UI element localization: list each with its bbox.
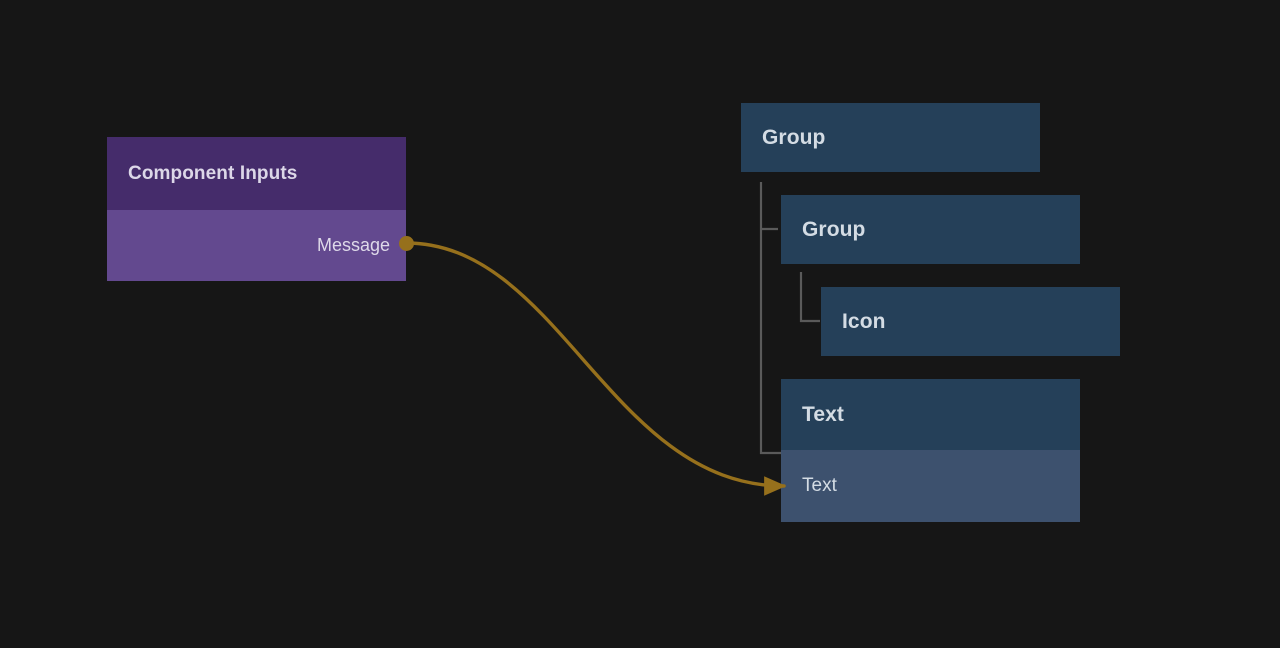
node-row-message[interactable]: Message [107, 210, 406, 281]
node-component-inputs-title: Component Inputs [107, 137, 406, 210]
node-text[interactable]: Text Text [781, 379, 1080, 522]
edge-message-to-text[interactable] [404, 241, 787, 496]
node-group-child[interactable]: Group [781, 195, 1080, 264]
node-row-text-label: Text [802, 475, 837, 496]
output-port-message[interactable] [399, 236, 414, 251]
node-group-root[interactable]: Group [741, 103, 1040, 172]
node-row-message-label: Message [316, 235, 390, 255]
connector-trunk [759, 182, 781, 455]
node-icon[interactable]: Icon [821, 287, 1120, 356]
node-text-title: Text [781, 379, 1080, 450]
node-group-child-title: Group [781, 195, 1080, 264]
node-icon-title: Icon [821, 287, 1120, 356]
node-row-text[interactable]: Text [781, 450, 1080, 522]
node-group-root-title: Group [741, 103, 1040, 172]
node-component-inputs[interactable]: Component Inputs Message [107, 137, 406, 281]
connector-elbow-icon [799, 272, 820, 323]
